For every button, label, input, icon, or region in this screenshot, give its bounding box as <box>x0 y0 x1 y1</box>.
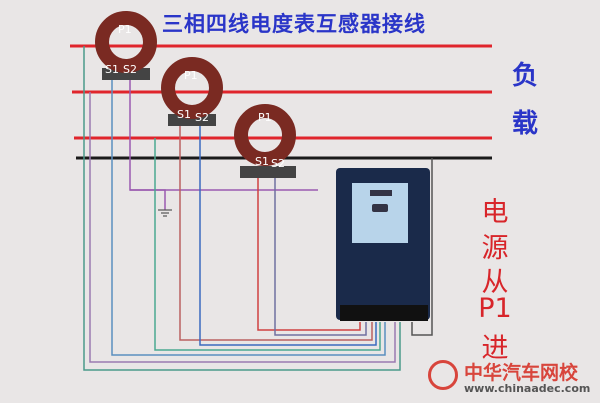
ct3-s2-label: S2 <box>271 157 285 170</box>
current-transformer-3 <box>234 104 296 178</box>
ct2-s1-label: S1 <box>177 108 191 121</box>
ct1-s1-label: S1 <box>105 63 119 76</box>
ct1-p1-label: P1 <box>118 23 132 36</box>
ground-icon <box>158 209 172 217</box>
ct3-s1-label: S1 <box>255 155 269 168</box>
ct3-p1-label: P1 <box>258 111 272 124</box>
watermark-url: www.chinaadec.com <box>464 382 591 395</box>
watermark-logo-icon <box>428 360 458 390</box>
source-label-1: 电 <box>481 197 509 228</box>
energy-meter <box>336 168 430 321</box>
diagram-title: 三相四线电度表互感器接线 <box>162 12 426 36</box>
source-label-3: 从 <box>481 267 509 298</box>
current-transformer-1 <box>95 11 157 80</box>
load-label-1: 负 <box>512 61 539 91</box>
ct2-p1-label: P1 <box>184 69 198 82</box>
source-label-2: 源 <box>481 233 509 264</box>
ct2-s2-label: S2 <box>195 111 209 124</box>
meter-wires <box>83 46 433 371</box>
watermark-name: 中华汽车网校 <box>464 362 579 384</box>
source-label-4: P1 <box>478 293 512 324</box>
ct1-s2-label: S2 <box>123 63 137 76</box>
source-label-5: 进 <box>481 333 509 364</box>
load-label-2: 载 <box>512 109 539 139</box>
current-transformer-2 <box>161 57 223 126</box>
